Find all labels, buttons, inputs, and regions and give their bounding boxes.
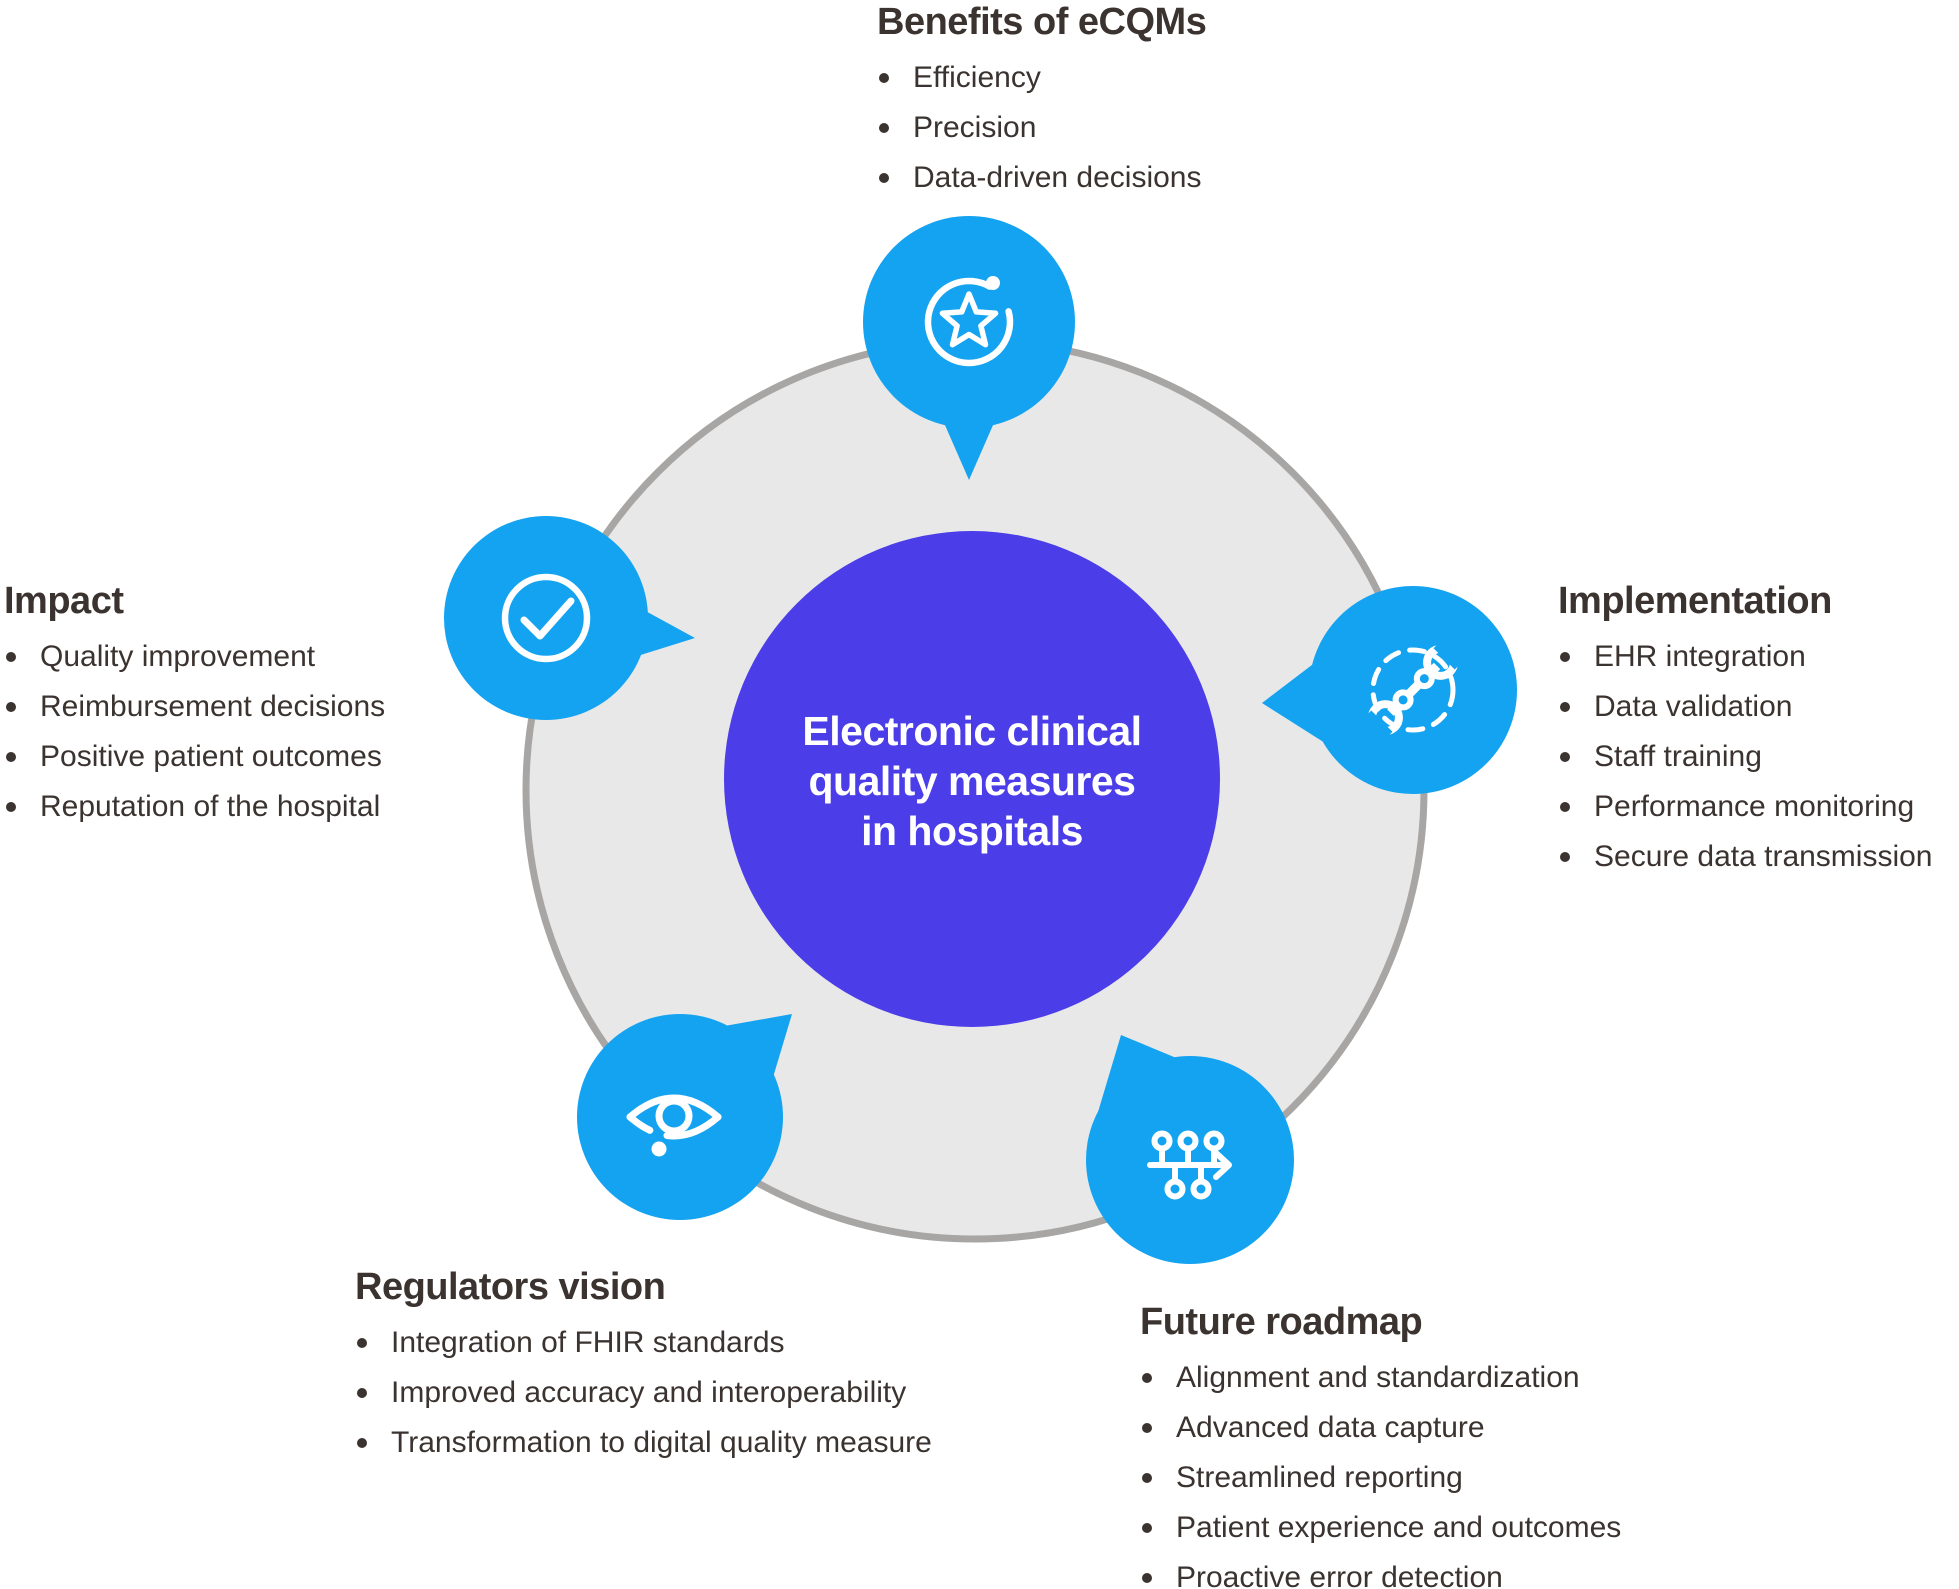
list-item: Efficiency bbox=[877, 60, 1337, 96]
bubble-regulators bbox=[577, 1014, 792, 1220]
bullet-dot bbox=[6, 702, 16, 712]
list-item: EHR integration bbox=[1558, 639, 1958, 675]
section-regulators: Regulators vision Integration of FHIR st… bbox=[355, 1265, 1015, 1475]
bullet-dot bbox=[6, 802, 16, 812]
list-item: Reimbursement decisions bbox=[4, 689, 434, 725]
bubble-benefits bbox=[863, 216, 1075, 480]
list-item: Secure data transmission bbox=[1558, 839, 1958, 875]
star-badge-icon bbox=[924, 276, 1014, 367]
eye-icon bbox=[626, 1094, 722, 1157]
bullet-dot bbox=[1142, 1573, 1152, 1583]
bullet-dot bbox=[357, 1438, 367, 1448]
bullet-dot bbox=[1560, 752, 1570, 762]
section-title-implementation: Implementation bbox=[1558, 580, 1832, 622]
bubble-future bbox=[1086, 1035, 1294, 1264]
list-item: Reputation of the hospital bbox=[4, 789, 434, 825]
wrench-icon bbox=[1352, 629, 1474, 751]
list-item: Data-driven decisions bbox=[877, 160, 1337, 196]
bubble-implementation bbox=[1262, 586, 1517, 794]
bullet-dot bbox=[1142, 1473, 1152, 1483]
list-item: Alignment and standardization bbox=[1140, 1360, 1660, 1396]
list-item: Performance monitoring bbox=[1558, 789, 1958, 825]
section-future: Future roadmap Alignment and standardiza… bbox=[1140, 1300, 1660, 1589]
section-title-impact: Impact bbox=[4, 580, 124, 622]
bullet-dot bbox=[879, 123, 889, 133]
bullet-dot bbox=[1560, 852, 1570, 862]
list-item: Improved accuracy and interoperability bbox=[355, 1375, 1015, 1411]
list-item: Streamlined reporting bbox=[1140, 1460, 1660, 1496]
future-list: Alignment and standardization Advanced d… bbox=[1140, 1360, 1660, 1589]
list-item: Proactive error detection bbox=[1140, 1560, 1660, 1589]
regulators-list: Integration of FHIR standards Improved a… bbox=[355, 1325, 1015, 1461]
bullet-dot bbox=[879, 73, 889, 83]
bullet-dot bbox=[879, 173, 889, 183]
bullet-dot bbox=[1560, 702, 1570, 712]
bullet-dot bbox=[1142, 1373, 1152, 1383]
list-item: Positive patient outcomes bbox=[4, 739, 434, 775]
bullet-dot bbox=[6, 752, 16, 762]
impact-list: Quality improvement Reimbursement decisi… bbox=[4, 639, 434, 825]
list-item: Transformation to digital quality measur… bbox=[355, 1425, 1015, 1461]
center-title: Electronic clinical quality measures in … bbox=[802, 708, 1142, 854]
list-item: Patient experience and outcomes bbox=[1140, 1510, 1660, 1546]
section-title-future: Future roadmap bbox=[1140, 1301, 1423, 1343]
section-title-benefits: Benefits of eCQMs bbox=[877, 1, 1207, 43]
list-item: Precision bbox=[877, 110, 1337, 146]
section-implementation: Implementation EHR integration Data vali… bbox=[1558, 579, 1958, 889]
list-item: Quality improvement bbox=[4, 639, 434, 675]
list-item: Advanced data capture bbox=[1140, 1410, 1660, 1446]
roadmap-icon bbox=[1147, 1130, 1232, 1200]
bullet-dot bbox=[1142, 1523, 1152, 1533]
check-circle-icon bbox=[501, 573, 591, 663]
section-impact: Impact Quality improvement Reimbursement… bbox=[4, 579, 434, 839]
section-title-regulators: Regulators vision bbox=[355, 1266, 666, 1308]
list-item: Integration of FHIR standards bbox=[355, 1325, 1015, 1361]
bullet-dot bbox=[357, 1388, 367, 1398]
benefits-list: Efficiency Precision Data-driven decisio… bbox=[877, 60, 1337, 196]
section-benefits: Benefits of eCQMs Efficiency Precision D… bbox=[877, 0, 1337, 210]
bullet-dot bbox=[1142, 1423, 1152, 1433]
implementation-list: EHR integration Data validation Staff tr… bbox=[1558, 639, 1958, 875]
list-item: Staff training bbox=[1558, 739, 1958, 775]
center-circle bbox=[724, 531, 1220, 1027]
bullet-dot bbox=[357, 1338, 367, 1348]
list-item: Data validation bbox=[1558, 689, 1958, 725]
bullet-dot bbox=[1560, 802, 1570, 812]
bullet-dot bbox=[1560, 652, 1570, 662]
bullet-dot bbox=[6, 652, 16, 662]
bubble-impact bbox=[444, 516, 695, 720]
